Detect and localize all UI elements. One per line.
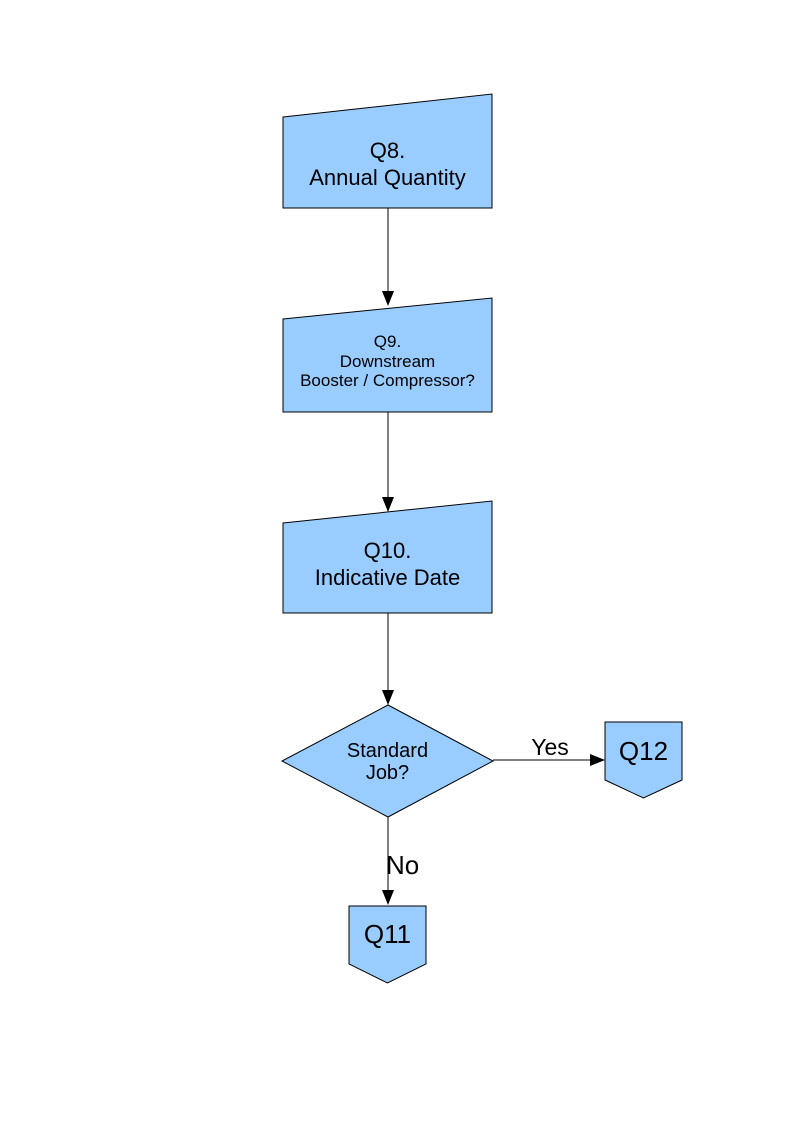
arrowhead-icon [382,291,394,306]
node-decision-shape [280,704,495,818]
node-decision-label: Standard Job? [346,740,429,784]
connector-q9-q10 [382,412,394,512]
connector-decision-q11 [382,817,394,905]
arrowhead-icon [590,754,605,766]
connector-decision-q12 [493,754,605,766]
node-q11-label: Q11 [363,919,412,949]
edge-yes-label: Yes [531,734,569,760]
node-q9-shape [282,297,493,413]
arrowhead-icon [382,690,394,705]
node-q12-shape [604,721,683,799]
node-q8-label: Q8. Annual Quantity [309,138,466,190]
node-q8-shape [282,93,493,209]
connector-q10-decision [382,613,394,705]
arrowhead-icon [382,890,394,905]
node-q12-label: Q12 [618,736,669,766]
node-q10-shape [282,500,493,614]
arrowhead-icon [382,497,394,512]
node-q10-label: Q10. Indicative Date [314,538,461,590]
connector-q8-q9 [382,208,394,306]
edge-no-label: No [386,850,420,880]
node-q11-shape [348,905,427,984]
node-q9-label: Q9. Downstream Booster / Compressor? [300,332,475,390]
